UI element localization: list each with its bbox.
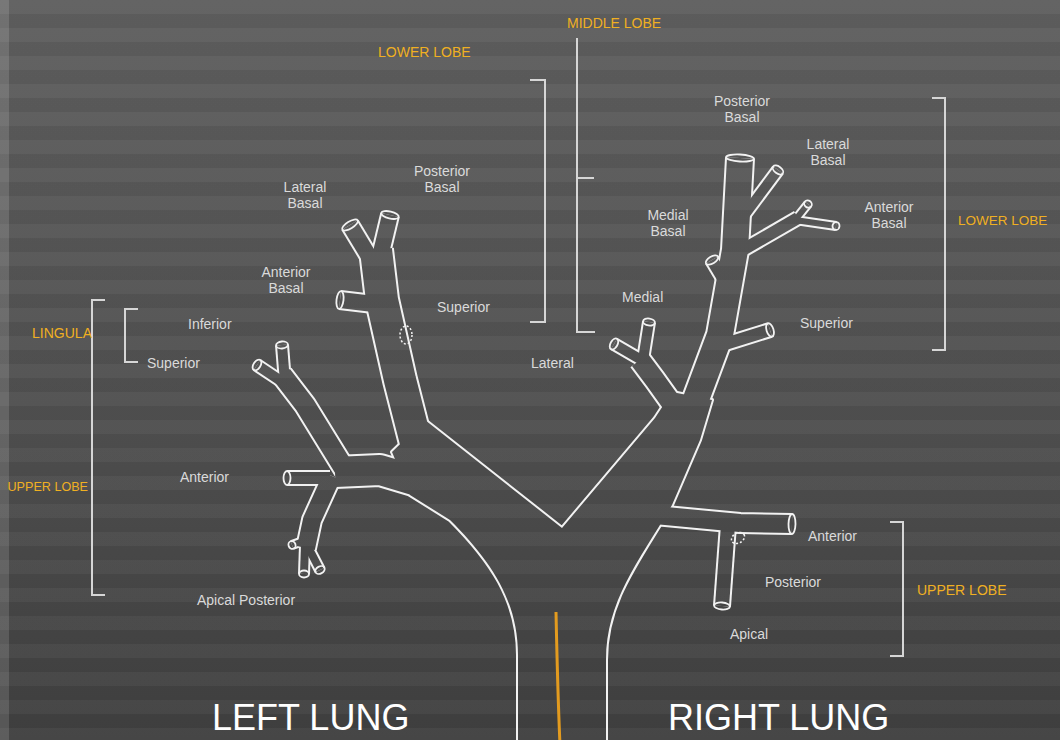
part-label: Anterior — [808, 529, 857, 545]
region-label: UPPER LOBE — [8, 480, 89, 494]
bronchus-opening — [771, 164, 785, 177]
part-label: Anterior Basal — [261, 265, 310, 296]
part-label: Posterior — [765, 575, 821, 591]
bronchus-opening — [803, 199, 814, 209]
bronchus-opening — [287, 540, 296, 550]
bronchus-opening — [643, 318, 656, 327]
dashed-opening — [729, 530, 746, 546]
bronchus-opening — [276, 341, 289, 349]
hidden-openings — [400, 326, 747, 546]
bracket — [577, 38, 595, 332]
lung-label: RIGHT LUNG — [668, 700, 889, 736]
bracket — [530, 80, 545, 322]
bronchus-opening — [714, 602, 730, 610]
bronchus-opening — [251, 358, 263, 372]
bronchus-opening — [704, 253, 720, 266]
bronchus-opening — [340, 217, 359, 232]
part-label: Apical Posterior — [197, 593, 295, 609]
bronchus-opening — [314, 565, 326, 576]
part-label: Lateral Basal — [807, 137, 850, 168]
bracket — [125, 309, 138, 362]
part-label: Anterior Basal — [864, 200, 913, 231]
bronchus-opening — [299, 570, 309, 577]
part-label: Superior — [437, 300, 490, 316]
part-label: Posterior Basal — [414, 164, 470, 195]
region-label: LOWER LOBE — [378, 45, 471, 61]
dashed-opening — [400, 326, 412, 344]
lung-label: LEFT LUNG — [212, 700, 409, 736]
bracket — [932, 98, 945, 350]
bracket — [890, 522, 903, 656]
part-label: Superior — [147, 356, 200, 372]
bronchus-opening — [284, 471, 291, 485]
part-label: Superior — [800, 316, 853, 332]
bronchus-opening — [335, 291, 344, 310]
bronchus-opening — [608, 337, 620, 351]
part-label: Medial — [622, 290, 663, 306]
part-label: Lateral — [531, 356, 574, 372]
bronchus-opening — [765, 322, 776, 337]
region-label: LINGULA — [32, 326, 92, 342]
bronchus-opening — [726, 154, 754, 163]
region-label: UPPER LOBE — [917, 583, 1006, 599]
bronchus-opening — [788, 514, 795, 534]
bronchus-opening — [380, 209, 399, 220]
region-label: LOWER LOBE — [958, 213, 1047, 228]
brackets — [92, 38, 945, 656]
part-label: Lateral Basal — [284, 180, 327, 211]
bronchus-opening — [832, 222, 840, 231]
part-label: Inferior — [188, 317, 232, 333]
region-label: MIDDLE LOBE — [567, 16, 661, 32]
esophagus-line — [556, 612, 560, 740]
bracket — [92, 300, 105, 595]
part-label: Apical — [730, 627, 768, 643]
part-label: Posterior Basal — [714, 94, 770, 125]
part-label: Medial Basal — [647, 208, 688, 239]
part-label: Anterior — [180, 470, 229, 486]
